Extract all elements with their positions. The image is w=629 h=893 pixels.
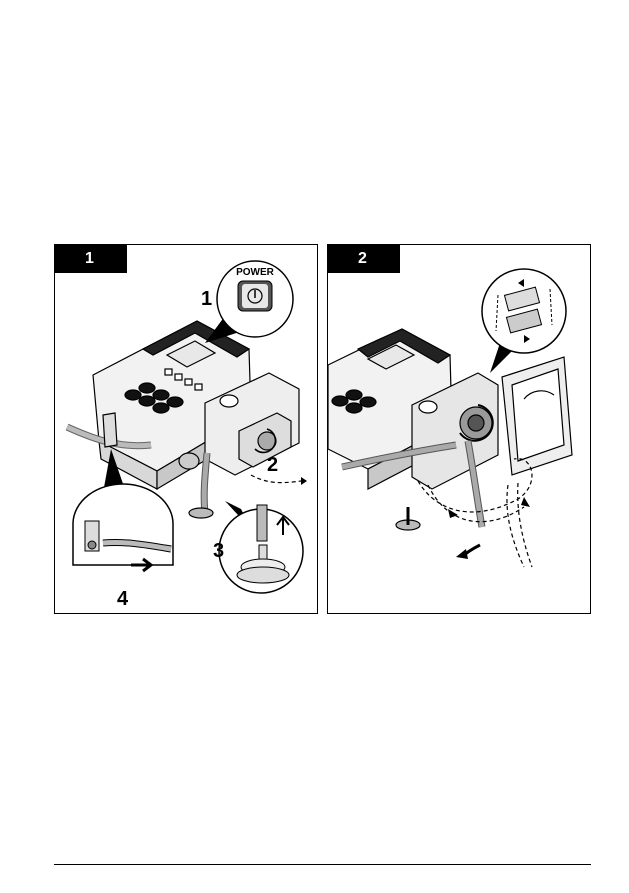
step-panel-2: 2: [327, 244, 591, 614]
power-button-callout: POWER: [205, 261, 293, 343]
callout-4: 4: [117, 588, 129, 610]
dashed-arrow: [251, 475, 301, 483]
clamp-detail-callout: [482, 269, 566, 373]
tube-detail-callout: [219, 501, 303, 593]
step-panel-1: 1: [54, 244, 318, 614]
power-label: POWER: [236, 267, 275, 278]
sampler-unit-open: [328, 329, 572, 530]
sampler-illustration-1: POWER 1 2 3: [55, 245, 319, 615]
footer-rule: [54, 864, 591, 865]
callout-1: 1: [201, 288, 212, 310]
callout-3: 3: [213, 540, 224, 562]
callout-2: 2: [267, 454, 278, 476]
sampler-illustration-2: [328, 245, 592, 615]
